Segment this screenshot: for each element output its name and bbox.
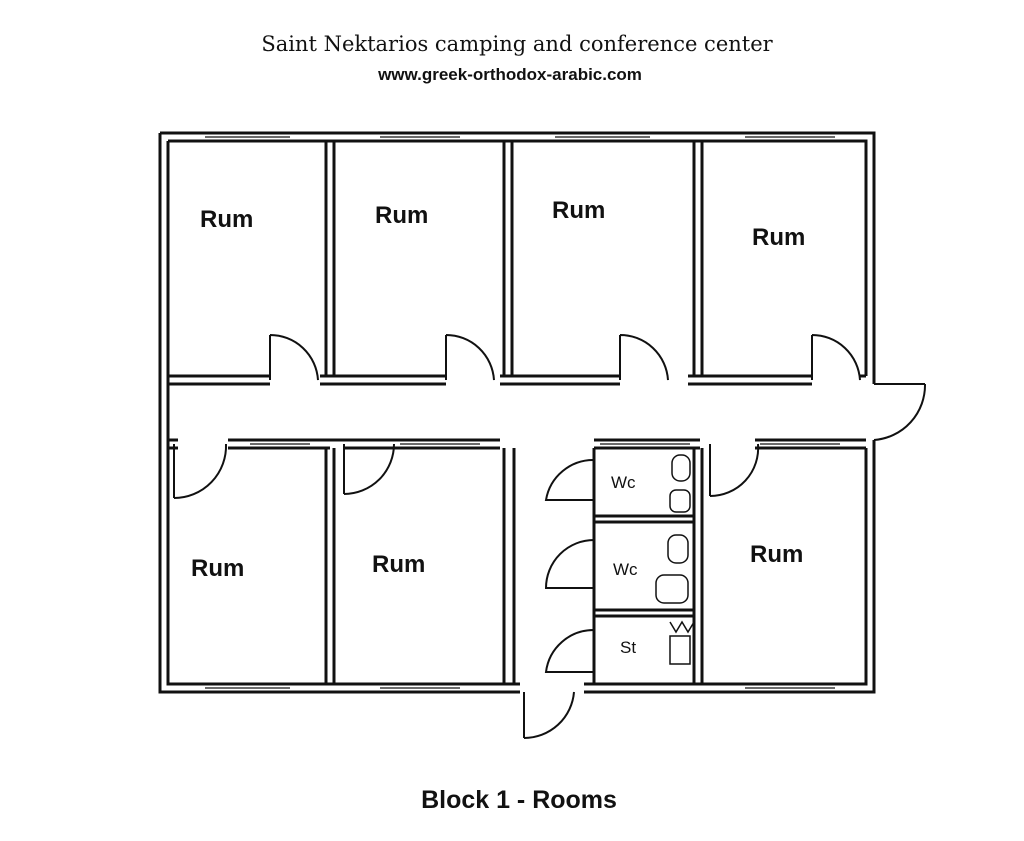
plan-title: Saint Nektarios camping and conference c… <box>261 32 773 56</box>
sink-icon <box>669 489 691 513</box>
fixtures <box>655 454 695 665</box>
mop-icon <box>669 620 695 634</box>
room-labels: Rum Rum Rum Rum Rum Rum Rum Wc Wc St <box>191 197 805 657</box>
walls <box>158 131 876 694</box>
room-label: Rum <box>200 206 253 233</box>
room-label: Rum <box>372 551 425 578</box>
room-label: Rum <box>552 197 605 224</box>
website-url: www.greek-orthodox-arabic.com <box>378 65 642 84</box>
plan-caption: Block 1 - Rooms <box>421 786 617 814</box>
windows <box>205 136 840 689</box>
storage-label: St <box>620 638 636 657</box>
room-label: Rum <box>750 541 803 568</box>
doors <box>173 333 927 740</box>
toilet-icon <box>671 454 691 482</box>
toilet-icon <box>667 534 689 564</box>
wc-label: Wc <box>611 473 636 492</box>
room-label: Rum <box>752 224 805 251</box>
room-label: Rum <box>375 202 428 229</box>
cabinet-icon <box>669 635 691 665</box>
room-label: Rum <box>191 555 244 582</box>
sink-icon <box>655 574 689 604</box>
wc-label: Wc <box>613 560 638 579</box>
